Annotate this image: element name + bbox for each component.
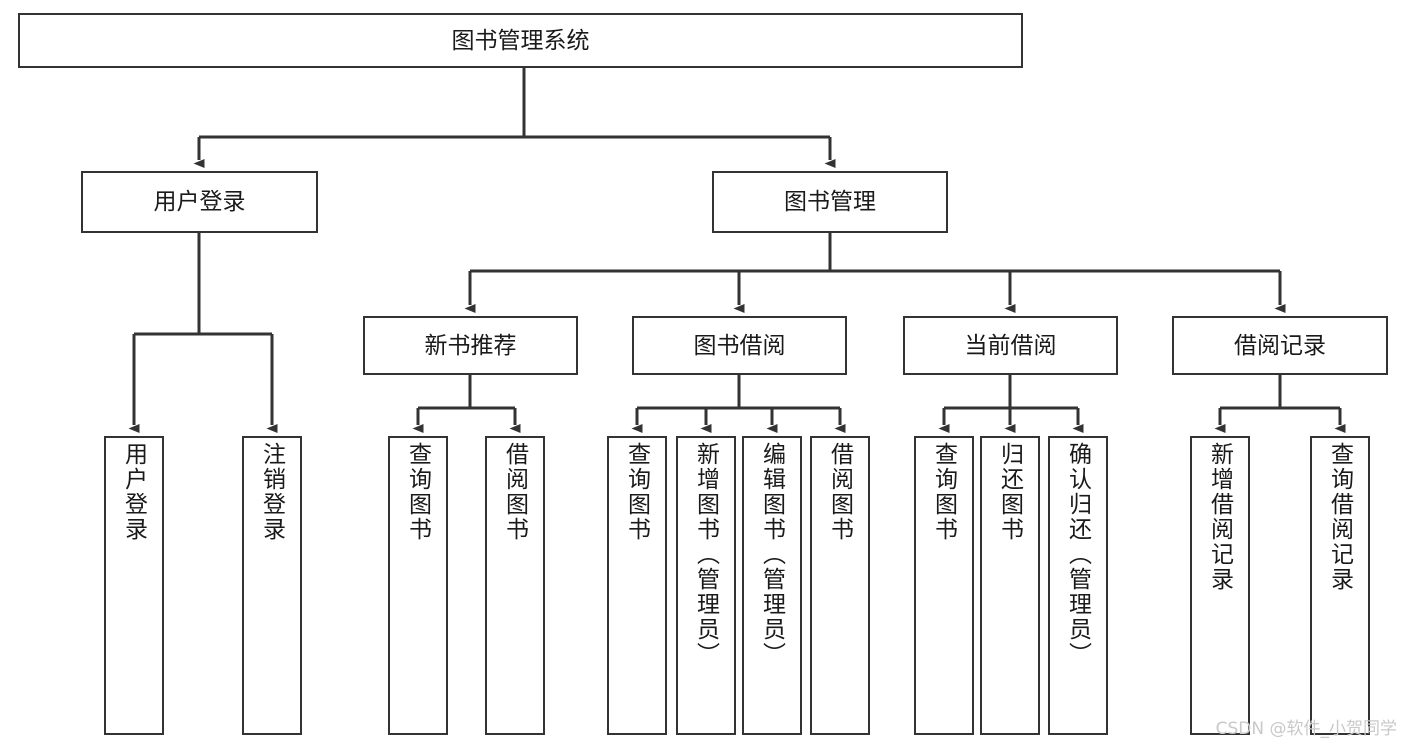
node-leaf-return-book[interactable]: 归还图书 — [980, 436, 1040, 735]
node-label: 注销登录 — [259, 442, 286, 542]
node-label: 用户登录 — [121, 442, 148, 542]
node-label: 借阅图书 — [827, 442, 854, 542]
node-user-login[interactable]: 用户登录 — [81, 171, 318, 233]
node-book-borrow[interactable]: 图书借阅 — [632, 316, 847, 375]
node-leaf-logout[interactable]: 注销登录 — [242, 436, 302, 735]
node-label: 查询图书 — [405, 442, 432, 542]
node-label: 新增图书（管理员） — [693, 442, 720, 667]
node-root[interactable]: 图书管理系统 — [18, 13, 1023, 68]
node-leaf-borrow-book-1[interactable]: 借阅图书 — [485, 436, 545, 735]
node-label: 借阅图书 — [502, 442, 529, 542]
node-leaf-confirm-return[interactable]: 确认归还（管理员） — [1048, 436, 1108, 735]
watermark: CSDN @软件_小贺同学 — [1215, 719, 1397, 739]
node-label: 查询图书 — [931, 442, 958, 542]
node-label: 归还图书 — [997, 442, 1024, 542]
node-label: 用户登录 — [153, 188, 246, 215]
node-label: 图书管理系统 — [451, 26, 590, 53]
node-label: 查询图书 — [624, 442, 651, 542]
node-leaf-add-borrow-record[interactable]: 新增借阅记录 — [1190, 436, 1250, 735]
node-label: 图书管理 — [784, 188, 876, 215]
node-label: 查询借阅记录 — [1327, 442, 1354, 592]
node-label: 当前借阅 — [964, 331, 1057, 358]
node-leaf-user-login[interactable]: 用户登录 — [104, 436, 164, 735]
node-leaf-edit-book[interactable]: 编辑图书（管理员） — [742, 436, 802, 735]
node-label: 新增借阅记录 — [1207, 442, 1234, 592]
node-leaf-add-book[interactable]: 新增图书（管理员） — [676, 436, 736, 735]
node-book-manage[interactable]: 图书管理 — [712, 171, 948, 233]
node-label: 编辑图书（管理员） — [759, 442, 786, 667]
node-leaf-query-book-2[interactable]: 查询图书 — [607, 436, 667, 735]
node-label: 借阅记录 — [1234, 331, 1326, 358]
node-leaf-borrow-book-2[interactable]: 借阅图书 — [810, 436, 870, 735]
node-leaf-query-book-1[interactable]: 查询图书 — [388, 436, 448, 735]
node-label: 确认归还（管理员） — [1065, 442, 1092, 667]
node-new-book-recommend[interactable]: 新书推荐 — [363, 316, 578, 375]
node-borrow-record[interactable]: 借阅记录 — [1172, 316, 1388, 375]
node-label: 图书借阅 — [693, 331, 786, 358]
node-current-borrow[interactable]: 当前借阅 — [903, 316, 1118, 375]
node-leaf-query-borrow-record[interactable]: 查询借阅记录 — [1310, 436, 1370, 735]
node-leaf-query-book-3[interactable]: 查询图书 — [914, 436, 974, 735]
node-label: 新书推荐 — [424, 331, 517, 358]
